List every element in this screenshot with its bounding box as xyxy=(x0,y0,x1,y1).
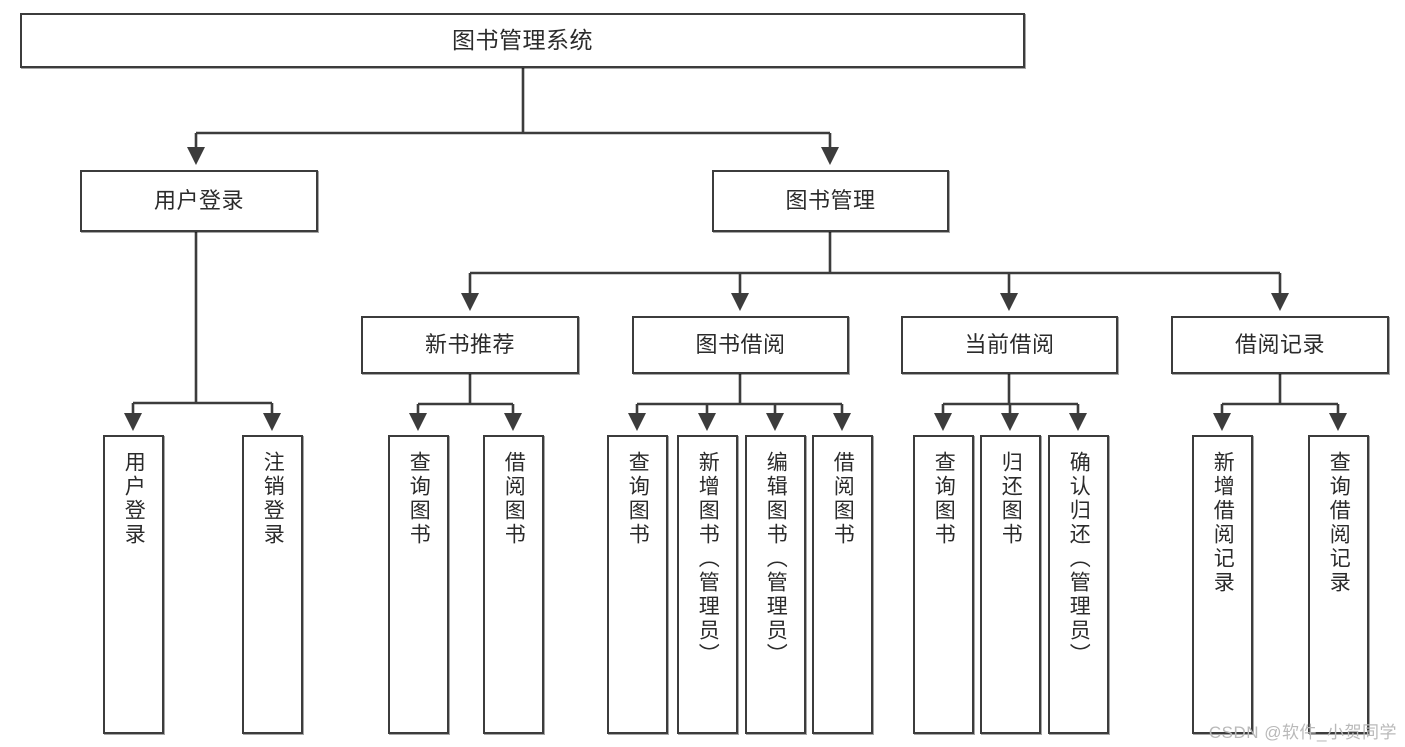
node-label: 借阅图书 xyxy=(502,451,526,547)
node-label: 用户登录 xyxy=(122,451,146,547)
node-label: 确认归还（管理员） xyxy=(1067,451,1091,667)
node-leaf-query-book-3[interactable]: 查询图书 xyxy=(913,435,974,734)
node-user-login[interactable]: 用户登录 xyxy=(80,170,318,232)
node-borrow-record[interactable]: 借阅记录 xyxy=(1171,316,1389,374)
node-label: 新书推荐 xyxy=(424,331,515,357)
node-leaf-return-book[interactable]: 归还图书 xyxy=(980,435,1041,734)
node-label: 图书借阅 xyxy=(695,331,786,357)
node-current-borrow[interactable]: 当前借阅 xyxy=(901,316,1118,374)
node-leaf-query-book-2[interactable]: 查询图书 xyxy=(607,435,668,734)
node-leaf-add-record[interactable]: 新增借阅记录 xyxy=(1192,435,1253,734)
node-label: 归还图书 xyxy=(999,451,1023,547)
node-label: 查询图书 xyxy=(626,451,650,547)
node-leaf-edit-book[interactable]: 编辑图书（管理员） xyxy=(745,435,806,734)
node-label: 借阅图书 xyxy=(831,451,855,547)
node-label: 图书管理系统 xyxy=(452,26,593,53)
node-leaf-logout[interactable]: 注销登录 xyxy=(242,435,303,734)
node-label: 新增图书（管理员） xyxy=(696,451,720,667)
node-label: 查询图书 xyxy=(932,451,956,547)
node-leaf-borrow-book-2[interactable]: 借阅图书 xyxy=(812,435,873,734)
node-root-system[interactable]: 图书管理系统 xyxy=(20,13,1025,68)
node-new-book-rec[interactable]: 新书推荐 xyxy=(361,316,579,374)
node-label: 编辑图书（管理员） xyxy=(764,451,788,667)
node-leaf-add-book[interactable]: 新增图书（管理员） xyxy=(677,435,738,734)
node-label: 图书管理 xyxy=(785,187,876,213)
node-label: 当前借阅 xyxy=(964,331,1055,357)
node-leaf-query-book-1[interactable]: 查询图书 xyxy=(388,435,449,734)
node-leaf-borrow-book-1[interactable]: 借阅图书 xyxy=(483,435,544,734)
node-label: 用户登录 xyxy=(153,187,244,213)
node-label: 新增借阅记录 xyxy=(1211,451,1235,595)
node-label: 查询借阅记录 xyxy=(1327,451,1351,595)
node-leaf-user-login[interactable]: 用户登录 xyxy=(103,435,164,734)
node-label: 注销登录 xyxy=(261,451,285,547)
node-book-manage[interactable]: 图书管理 xyxy=(712,170,949,232)
node-leaf-query-record[interactable]: 查询借阅记录 xyxy=(1308,435,1369,734)
node-leaf-confirm-return[interactable]: 确认归还（管理员） xyxy=(1048,435,1109,734)
node-book-borrow[interactable]: 图书借阅 xyxy=(632,316,849,374)
node-label: 借阅记录 xyxy=(1234,331,1325,357)
node-label: 查询图书 xyxy=(407,451,431,547)
watermark-text: CSDN @软件_小贺同学 xyxy=(1208,723,1397,742)
